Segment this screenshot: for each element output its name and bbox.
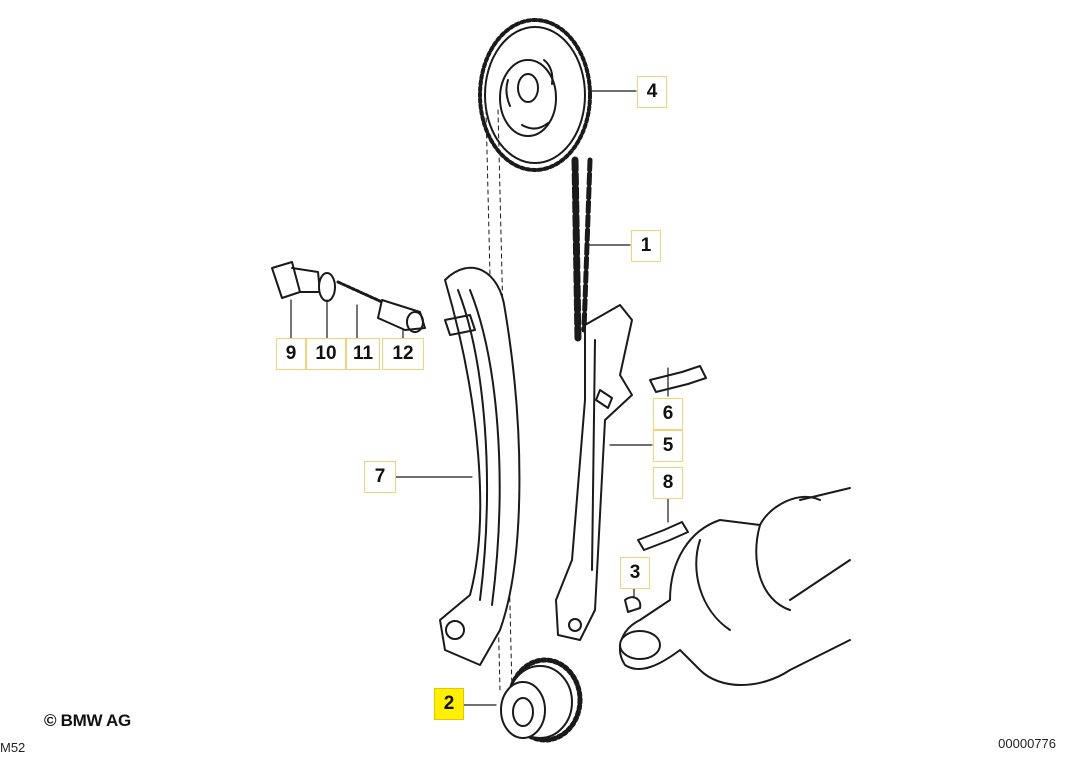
- callout-7[interactable]: 7: [364, 461, 396, 493]
- callout-6[interactable]: 6: [653, 398, 683, 430]
- callout-11[interactable]: 11: [346, 338, 380, 370]
- document-number: 00000776: [998, 736, 1056, 751]
- guide-rail: [555, 304, 633, 641]
- crankshaft-sprocket: [500, 657, 583, 743]
- bolts: [624, 365, 707, 613]
- camshaft-sprocket: [478, 18, 592, 172]
- leader-lines: [290, 90, 669, 706]
- copyright-label: © BMW AG: [44, 711, 131, 730]
- callout-10[interactable]: 10: [306, 338, 346, 370]
- callout-4[interactable]: 4: [637, 76, 667, 108]
- crankshaft: [619, 487, 851, 686]
- callout-1[interactable]: 1: [631, 230, 661, 262]
- model-label: M52: [0, 740, 26, 755]
- tensioner-assembly: [271, 261, 426, 333]
- callout-8[interactable]: 8: [653, 467, 683, 499]
- callout-3[interactable]: 3: [620, 557, 650, 589]
- callout-9[interactable]: 9: [276, 338, 306, 370]
- callout-5[interactable]: 5: [653, 430, 683, 462]
- tensioner-rail: [439, 266, 521, 666]
- callout-12[interactable]: 12: [382, 338, 424, 370]
- callout-2[interactable]: 2: [434, 688, 464, 720]
